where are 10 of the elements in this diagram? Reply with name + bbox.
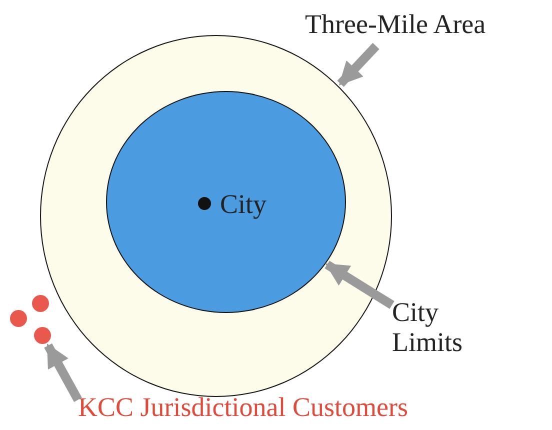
customers-label: KCC Jurisdictional Customers — [78, 393, 409, 423]
area-label: City Limits — [392, 298, 462, 358]
arrow — [44, 343, 82, 402]
area-label: Three-Mile Area — [305, 10, 487, 40]
city-label: City — [220, 190, 267, 220]
customer-dot — [10, 310, 27, 327]
customer-dot — [32, 295, 49, 312]
customer-dot — [34, 327, 51, 344]
arrow — [324, 260, 394, 309]
arrow — [337, 42, 380, 87]
